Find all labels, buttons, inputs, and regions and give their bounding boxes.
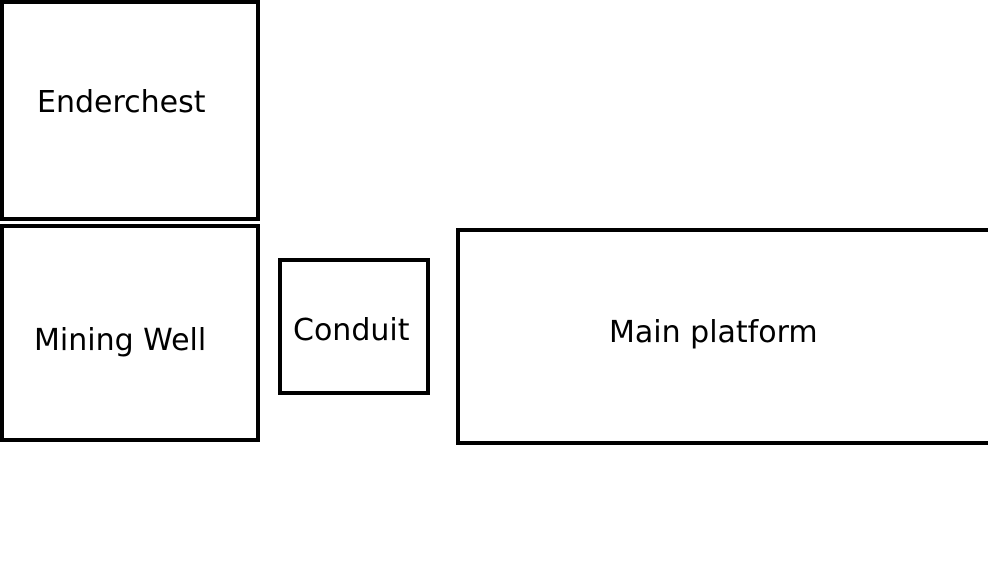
mining-well-box: [0, 224, 260, 442]
enderchest-label: Enderchest: [37, 85, 206, 120]
main-platform-label: Main platform: [609, 315, 818, 350]
conduit-label: Conduit: [293, 313, 410, 348]
conduit-box: [278, 258, 430, 395]
main-platform-box: [456, 228, 988, 445]
enderchest-box: [0, 0, 260, 221]
mining-well-label: Mining Well: [34, 323, 207, 358]
